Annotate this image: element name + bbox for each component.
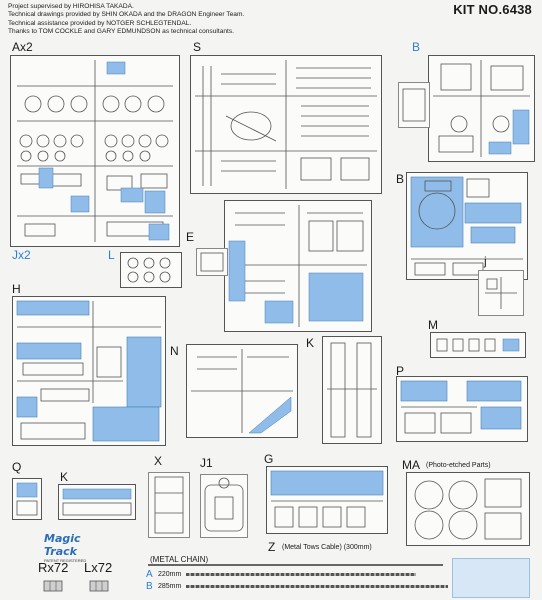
sprue-l xyxy=(120,252,182,288)
sprue-k-small xyxy=(58,484,136,520)
sprue-e-drawing xyxy=(228,205,367,327)
sprue-h xyxy=(12,296,166,446)
logo-wordmark: Magic Track xyxy=(44,532,81,558)
sprue-a-drawing xyxy=(17,60,173,242)
sprue-q xyxy=(12,478,42,520)
sprue-label-m: M xyxy=(428,318,438,332)
sprue-label-n: N xyxy=(170,344,179,358)
sprue-label-q: Q xyxy=(12,460,22,474)
credits-block: Project supervised by HIROHISA TAKADA. T… xyxy=(8,3,244,37)
track-link-icon xyxy=(89,580,109,592)
chain-a-line xyxy=(186,573,416,576)
track-label-right: Rx72 xyxy=(38,560,69,575)
cable-text: (Metal Tows Cable) (300mm) xyxy=(282,544,372,551)
sprue-j1 xyxy=(200,474,248,538)
sprue-k-small-drawing xyxy=(62,488,132,516)
sprue-e-side-drawing xyxy=(200,252,224,272)
credit-line: Technical assistance provided by NOTGER … xyxy=(8,19,192,27)
sprue-label-k-small: K xyxy=(60,470,69,484)
logo-subtitle: PATENT REGISTERED xyxy=(44,558,87,563)
sprue-label-b-top: B xyxy=(412,40,421,54)
sprue-k-drawing xyxy=(327,342,377,438)
sprue-label-s: S xyxy=(193,40,202,54)
sprue-b-side-drawing xyxy=(402,88,426,122)
cable-line xyxy=(148,564,443,566)
sprue-b-mid xyxy=(406,172,528,280)
sprue-label-k: K xyxy=(306,336,315,350)
sprue-label-e: E xyxy=(186,230,195,244)
chain-b-line xyxy=(186,585,448,588)
credit-line: Project supervised by HIROHISA TAKADA. xyxy=(8,3,134,10)
sprue-k xyxy=(322,336,382,444)
credit-line: Technical drawings provided by SHIN OKAD… xyxy=(8,11,245,19)
magic-track-logo: Magic Track PATENT REGISTERED xyxy=(44,532,102,563)
sprue-s-drawing xyxy=(195,60,377,189)
sprue-g xyxy=(266,466,388,534)
sprue-label-h: H xyxy=(12,282,21,296)
sprue-g-drawing xyxy=(270,470,384,528)
sprue-q-drawing xyxy=(16,482,38,516)
sprue-label-jx2: Jx2 xyxy=(12,248,31,262)
sprue-a xyxy=(10,55,180,247)
sprue-e-side xyxy=(196,248,228,276)
sprue-label-j: j xyxy=(484,254,487,268)
chain-row-b: B 285mm xyxy=(146,581,181,592)
kit-number: KIT NO.6438 xyxy=(453,2,532,17)
sprue-m xyxy=(430,332,526,358)
sprue-label-x: X xyxy=(154,454,163,468)
sprue-j-drawing xyxy=(485,277,517,309)
cable-key: Z xyxy=(268,540,276,554)
sprue-label-a: Ax2 xyxy=(12,40,33,54)
sprue-ma-drawing xyxy=(414,478,522,540)
sprue-j1-drawing xyxy=(204,477,244,532)
track-label-left: Lx72 xyxy=(84,560,113,575)
sprue-label-j1: J1 xyxy=(200,456,213,470)
sprue-s xyxy=(190,55,382,194)
sprue-h-drawing xyxy=(16,300,162,442)
chain-b-key: B xyxy=(146,581,153,592)
sprue-label-p: P xyxy=(396,364,405,378)
sprue-p-drawing xyxy=(400,380,522,434)
sprue-b-top xyxy=(428,55,535,162)
credit-line: Thanks to TOM COCKLE and GARY EDMUNDSON … xyxy=(8,28,234,36)
chain-b-length: 285mm xyxy=(158,583,182,590)
chain-a-key: A xyxy=(146,569,153,580)
chain-a-length: 220mm xyxy=(158,571,182,578)
sprue-label-ma: MA xyxy=(402,458,420,472)
sprue-x-drawing xyxy=(154,476,184,534)
sprue-b-top-drawing xyxy=(433,60,530,157)
sprue-label-g: G xyxy=(264,452,274,466)
track-link-icon xyxy=(43,580,63,592)
sprue-l-drawing xyxy=(127,257,171,283)
sprue-e xyxy=(224,200,372,332)
sprue-label-l: L xyxy=(108,248,115,262)
chain-title: (METAL CHAIN) xyxy=(150,555,209,564)
sprue-n-drawing xyxy=(191,349,293,434)
pe-instructions-box xyxy=(452,558,530,598)
sprue-m-drawing xyxy=(436,338,520,352)
sprue-ma xyxy=(406,472,530,546)
chain-row-a: A 220mm xyxy=(146,569,181,580)
sprue-n xyxy=(186,344,298,438)
sprue-b-top-side xyxy=(398,82,430,128)
sprue-x xyxy=(148,472,190,538)
sprue-b-mid-drawing xyxy=(410,176,523,276)
sprue-label-ma-note: (Photo-etched Parts) xyxy=(426,462,491,469)
sprue-p xyxy=(396,376,528,442)
sprue-j xyxy=(478,270,524,316)
sprue-label-b-mid: B xyxy=(396,172,405,186)
